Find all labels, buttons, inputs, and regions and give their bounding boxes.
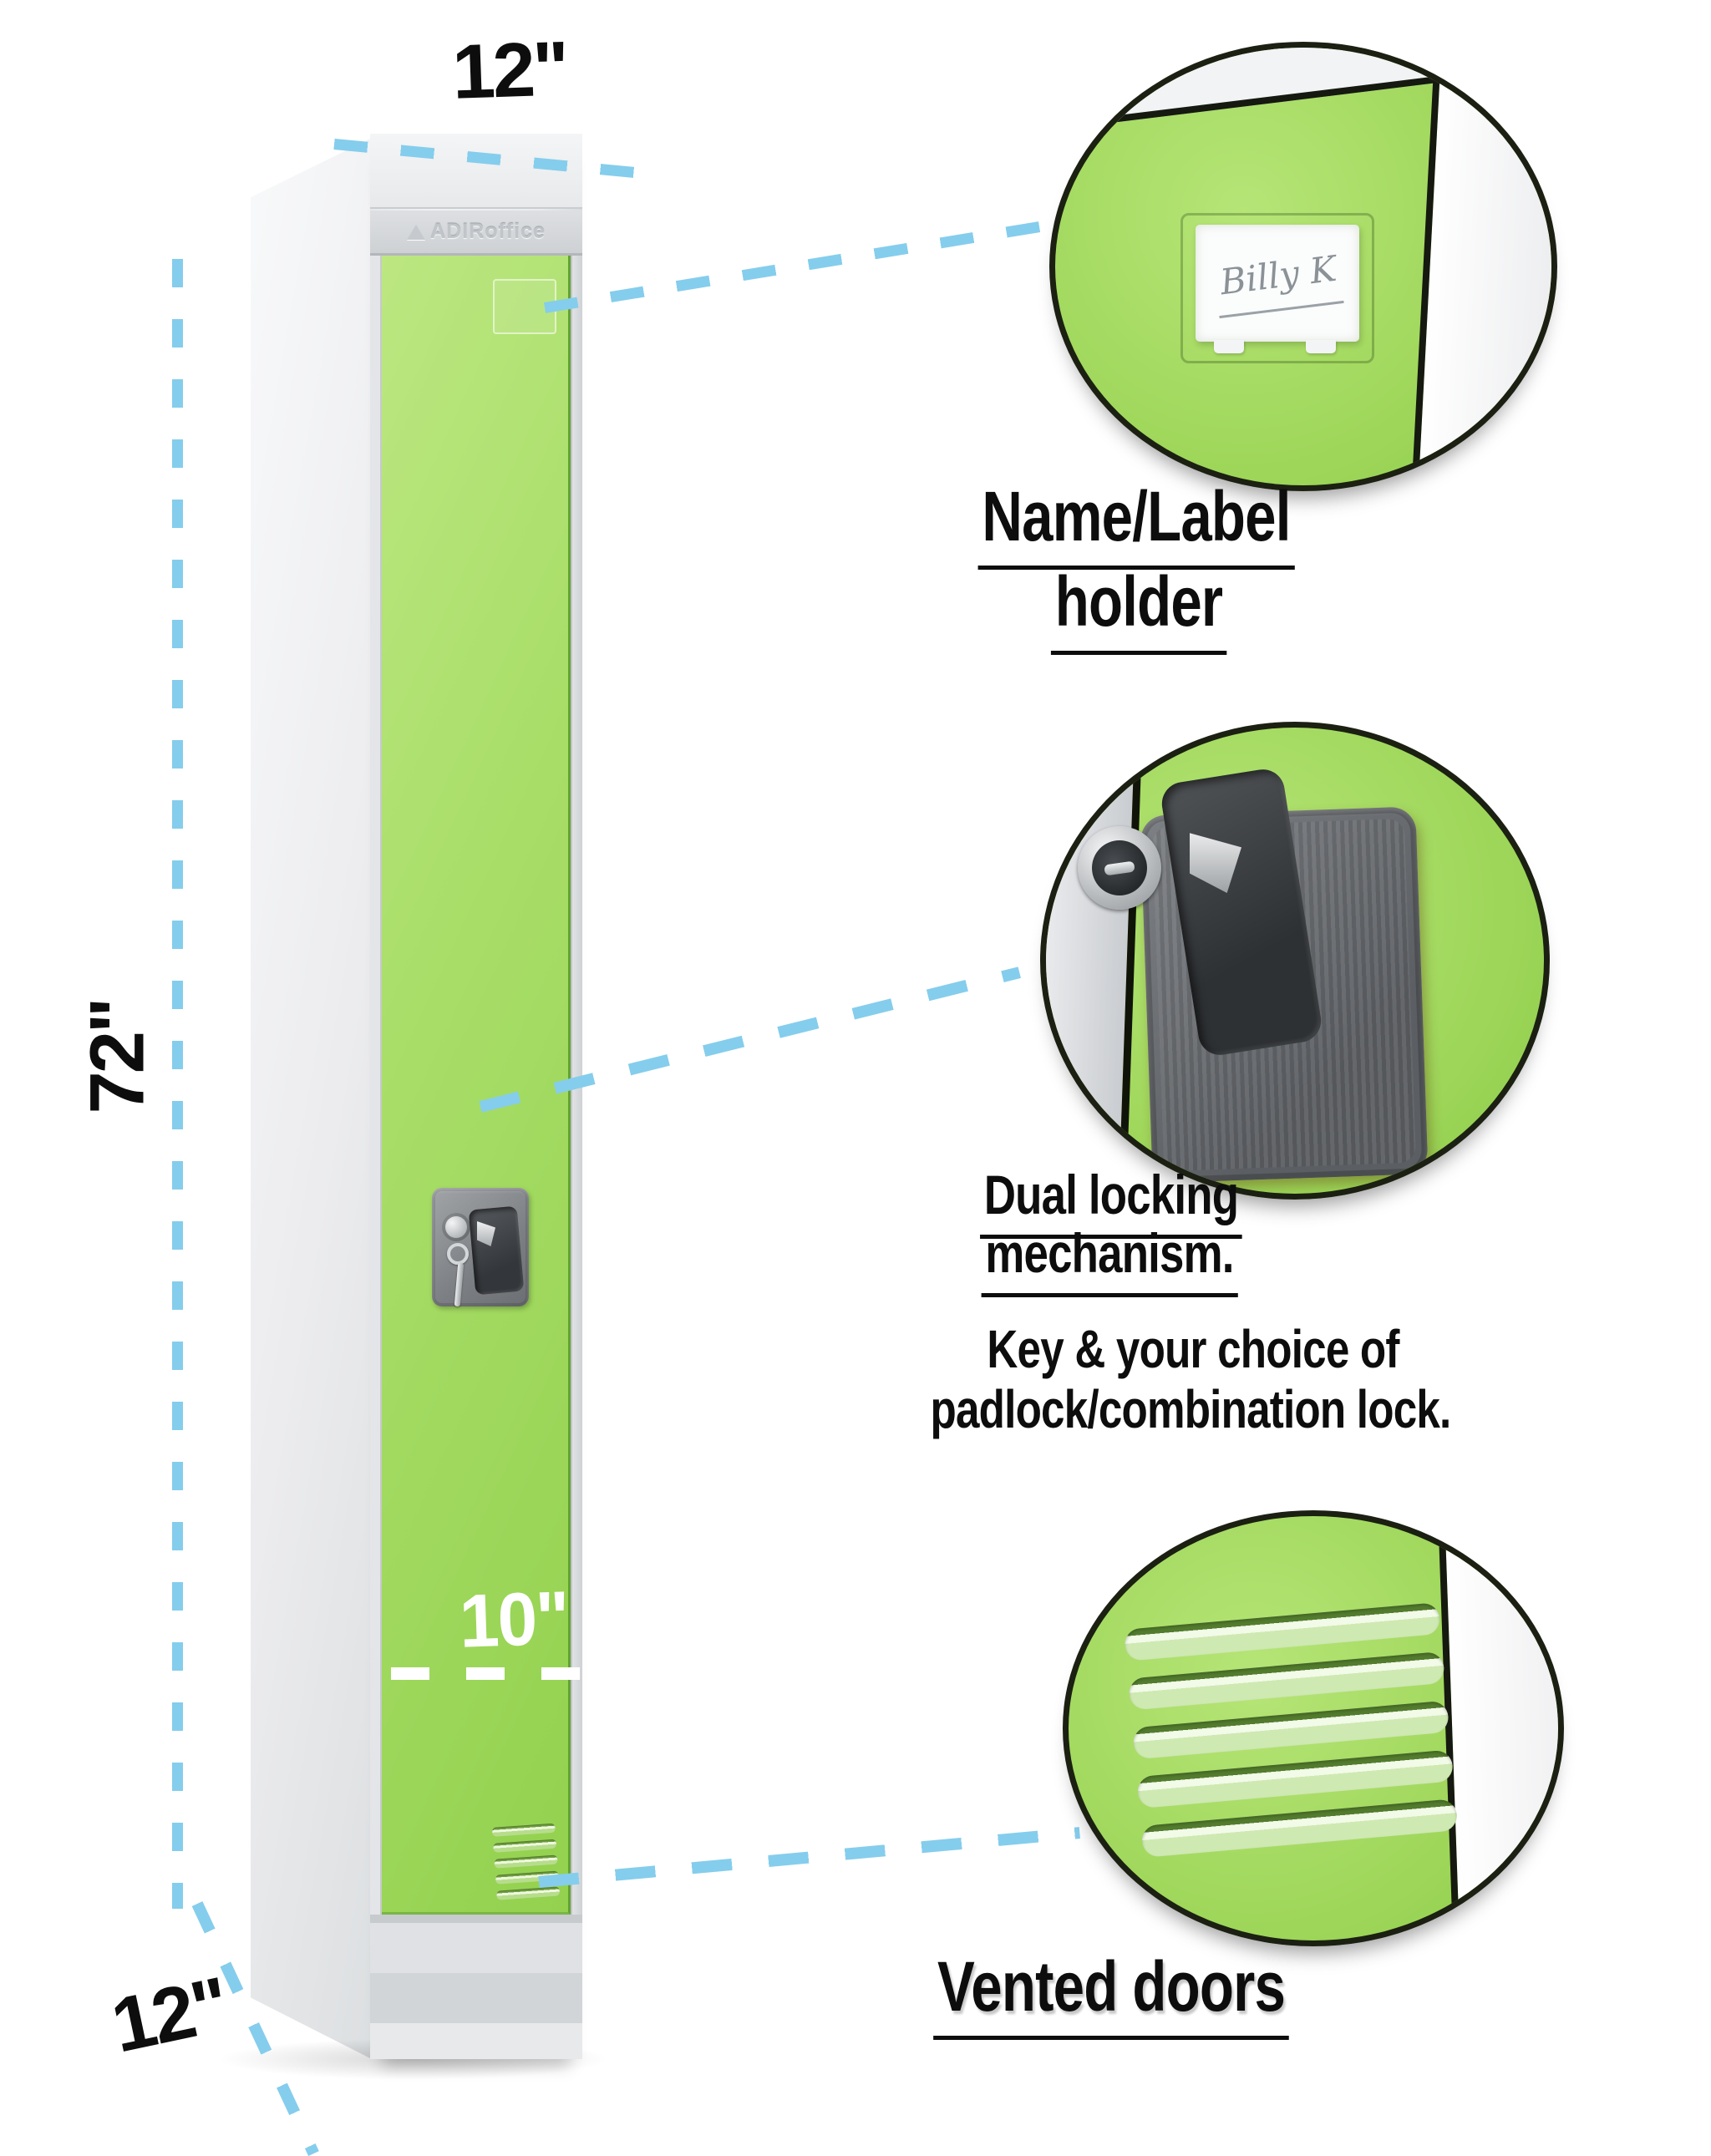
- caption-lock-description-line1: Key & your choice of: [987, 1319, 1399, 1379]
- door-top-edge: [1055, 48, 1445, 133]
- lock-latch: [477, 1221, 495, 1246]
- nameplate-recess: [1180, 213, 1374, 363]
- brand-embossed-text: ADIRoffice: [430, 220, 546, 243]
- keyhole-icon: [1078, 826, 1161, 910]
- callout-circle-vents: [1063, 1510, 1564, 1946]
- leader-line-vents: [538, 1827, 1080, 1888]
- vent-slot: [492, 1839, 557, 1853]
- lock-handle-cavity: [468, 1205, 525, 1296]
- door-vents: [491, 1823, 565, 1910]
- caption-name-label-line1: Name/Label: [977, 476, 1295, 570]
- callout-circle-name-holder: Billy K: [1049, 42, 1557, 491]
- caption-lock-description-line2: padlock/combination lock.: [930, 1379, 1452, 1439]
- vent-slot: [1123, 1602, 1441, 1661]
- height-dimension-line: [172, 259, 183, 1909]
- vent-slot: [1128, 1651, 1445, 1711]
- hanging-key-icon: [454, 1262, 465, 1307]
- vent-slot: [491, 1823, 556, 1837]
- door-width-dimension: 10": [458, 1576, 570, 1664]
- locker-side-panel: [251, 138, 372, 2059]
- caption-dual-locking-line1: Dual locking: [980, 1163, 1242, 1239]
- vent-slot: [1136, 1749, 1455, 1809]
- width-dimension-label: 12": [450, 26, 569, 115]
- brand-triangle-icon: [407, 224, 426, 240]
- vent-slot: [495, 1886, 561, 1900]
- vent-slot: [1132, 1700, 1450, 1760]
- locker-base: [370, 1915, 582, 2059]
- depth-dimension-label: 12": [104, 1961, 235, 2069]
- key-ring-icon: [447, 1243, 469, 1265]
- vents-magnified: [1123, 1601, 1478, 1875]
- name-card: [1196, 225, 1359, 342]
- name-card-tab: [1306, 340, 1336, 353]
- door-right-edge: [1408, 48, 1551, 485]
- door-lock: [432, 1188, 529, 1307]
- caption-dual-locking-line2: mechanism.: [981, 1221, 1238, 1297]
- callout-circle-lock: [1040, 722, 1550, 1200]
- keyhole-icon: [442, 1213, 470, 1241]
- vent-slot: [1140, 1798, 1459, 1858]
- door-width-dashed-line: [391, 1667, 583, 1680]
- caption-vented-doors: Vented doors: [933, 1946, 1289, 2040]
- door-frame-right: [571, 256, 582, 2037]
- name-card-tab: [1214, 340, 1244, 353]
- door-frame-left: [370, 256, 382, 2037]
- leader-line-name-holder: [543, 221, 1041, 313]
- caption-name-label-line2: holder: [1050, 561, 1227, 655]
- vent-slot: [494, 1854, 558, 1869]
- height-dimension-label: 72": [74, 999, 160, 1114]
- brand-band: ADIRoffice: [370, 211, 582, 256]
- locker-front-face: ADIRoffice: [370, 134, 582, 2059]
- frame-edge: [1046, 728, 1144, 1194]
